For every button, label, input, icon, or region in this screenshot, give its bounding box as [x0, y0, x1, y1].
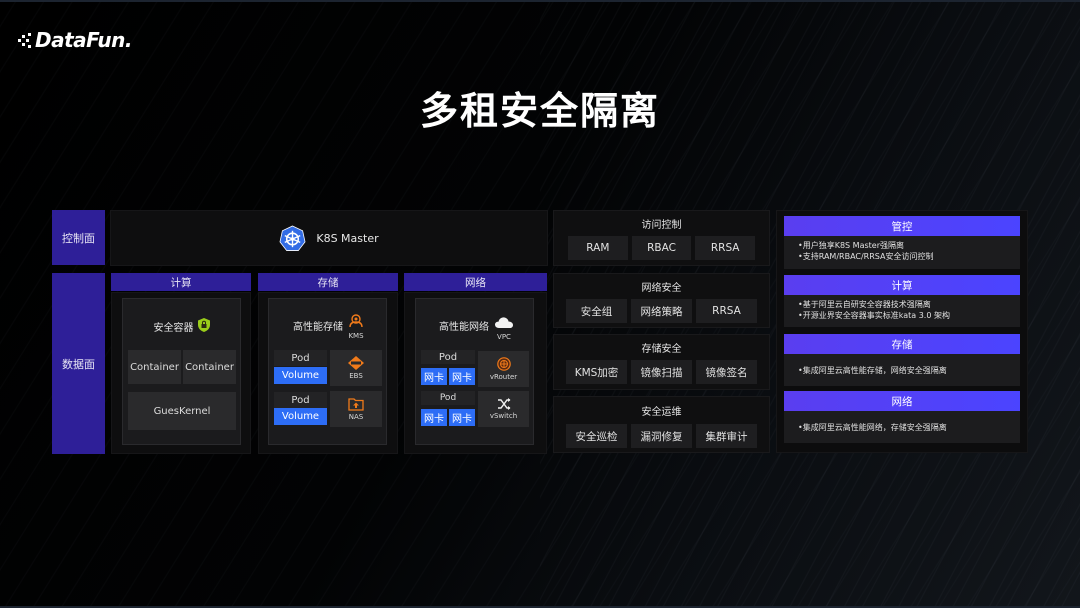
nic-1-1: 网卡	[421, 368, 447, 385]
security-item-image-scan: 镜像扫描	[631, 360, 692, 384]
ebs-icon	[348, 356, 364, 370]
security-item-network-policy: 网络策略	[631, 299, 692, 323]
ebs-tile: EBS	[330, 350, 382, 386]
storage-header: 存储	[258, 273, 398, 291]
kubernetes-icon	[279, 225, 306, 252]
vpc-label: VPC	[497, 333, 511, 341]
storage-pod-2: Pod	[274, 392, 327, 408]
control-plane-label: 控制面	[52, 210, 105, 265]
security-group-ops: 安全运维 安全巡检 漏洞修复 集群审计	[553, 396, 770, 453]
high-perf-network-title: 高性能网络	[439, 321, 489, 333]
security-item-kms-encryption: KMS加密	[566, 360, 627, 384]
nas-tile: NAS	[330, 391, 382, 427]
summary-header-compute: 计算	[784, 275, 1020, 295]
summary-bullet: •支持RAM/RBAC/RRSA安全访问控制	[798, 252, 934, 261]
summary-body-compute: •基于阿里云自研安全容器技术强隔离 •开源业界安全容器事实标准kata 3.0 …	[784, 295, 1020, 327]
summary-header-network: 网络	[784, 391, 1020, 411]
shield-lock-icon	[197, 317, 210, 335]
summary-header-storage: 存储	[784, 334, 1020, 354]
nas-icon	[348, 398, 364, 411]
security-item-security-group: 安全组	[566, 299, 627, 323]
vrouter-label: vRouter	[489, 373, 518, 381]
network-pod-1: Pod	[421, 350, 475, 364]
network-header: 网络	[404, 273, 547, 291]
kms-label: KMS	[348, 332, 364, 340]
summary-bullet: •开源业界安全容器事实标准kata 3.0 架构	[798, 311, 950, 320]
vswitch-shuffle-icon	[497, 398, 510, 410]
ebs-label: EBS	[349, 372, 363, 380]
storage-volume-2: Volume	[274, 408, 327, 425]
secure-container-title: 安全容器	[153, 322, 194, 334]
summary-bullet: •基于阿里云自研安全容器技术强隔离	[798, 300, 931, 309]
security-group-title: 存储安全	[641, 344, 682, 355]
security-item-rrsa: RRSA	[696, 299, 757, 323]
vpc-cloud-icon	[495, 317, 513, 328]
summary-body-network: •集成阿里云高性能网络，存储安全强隔离	[784, 411, 1020, 443]
nic-1-2: 网卡	[449, 368, 475, 385]
container-tile-2: Container	[183, 350, 236, 384]
vswitch-tile: vSwitch	[478, 391, 529, 427]
kms-icon	[349, 314, 363, 328]
vswitch-label: vSwitch	[489, 412, 518, 420]
vpc-icon-block: VPC	[494, 314, 514, 341]
storage-volume-1: Volume	[274, 367, 327, 384]
high-perf-storage-title: 高性能存储	[293, 321, 343, 333]
nic-2-1: 网卡	[421, 409, 447, 426]
security-group-title: 访问控制	[641, 220, 682, 231]
container-tile-1: Container	[128, 350, 181, 384]
network-pod-2: Pod	[421, 391, 475, 405]
summary-bullet: •集成阿里云高性能存储，网络安全强隔离	[798, 365, 947, 375]
compute-header: 计算	[111, 273, 251, 291]
security-item-inspection: 安全巡检	[566, 424, 627, 448]
summary-bullet: •用户独享K8S Master强隔离	[798, 241, 904, 250]
logo-dots-icon	[18, 33, 32, 48]
security-item-ram: RAM	[568, 236, 628, 260]
datafun-logo: DataFun.	[18, 28, 132, 52]
kms-icon-block: KMS	[346, 313, 366, 340]
k8s-master-panel: K8S Master	[110, 210, 548, 266]
summary-body-control: •用户独享K8S Master强隔离 •支持RAM/RBAC/RRSA安全访问控…	[784, 236, 1020, 269]
vrouter-tile: vRouter	[478, 351, 529, 387]
vrouter-icon	[496, 357, 511, 371]
nic-2-2: 网卡	[449, 409, 475, 426]
data-plane-label: 数据面	[52, 273, 105, 454]
security-item-rbac: RBAC	[631, 236, 692, 260]
security-group-title: 网络安全	[641, 283, 682, 294]
storage-pod-1: Pod	[274, 350, 327, 366]
secure-container-title-row: 安全容器	[122, 317, 241, 335]
guest-kernel-tile: GuesKernel	[128, 392, 236, 430]
security-group-network: 网络安全 安全组 网络策略 RRSA	[553, 273, 770, 328]
security-item-audit: 集群审计	[696, 424, 757, 448]
security-item-image-signing: 镜像签名	[696, 360, 757, 384]
security-group-title: 安全运维	[641, 407, 682, 418]
summary-bullet: •集成阿里云高性能网络，存储安全强隔离	[798, 422, 947, 432]
summary-header-control: 管控	[784, 216, 1020, 236]
summary-body-storage: •集成阿里云高性能存储，网络安全强隔离	[784, 354, 1020, 386]
k8s-master-label: K8S Master	[316, 231, 379, 245]
security-group-storage: 存储安全 KMS加密 镜像扫描 镜像签名	[553, 334, 770, 390]
security-item-rrsa: RRSA	[695, 236, 756, 260]
security-item-vuln-fix: 漏洞修复	[631, 424, 692, 448]
security-group-access-control: 访问控制 RAM RBAC RRSA	[553, 210, 770, 266]
page-title: 多租安全隔离	[419, 89, 660, 133]
logo-text: DataFun.	[35, 28, 132, 52]
nas-label: NAS	[348, 413, 364, 421]
